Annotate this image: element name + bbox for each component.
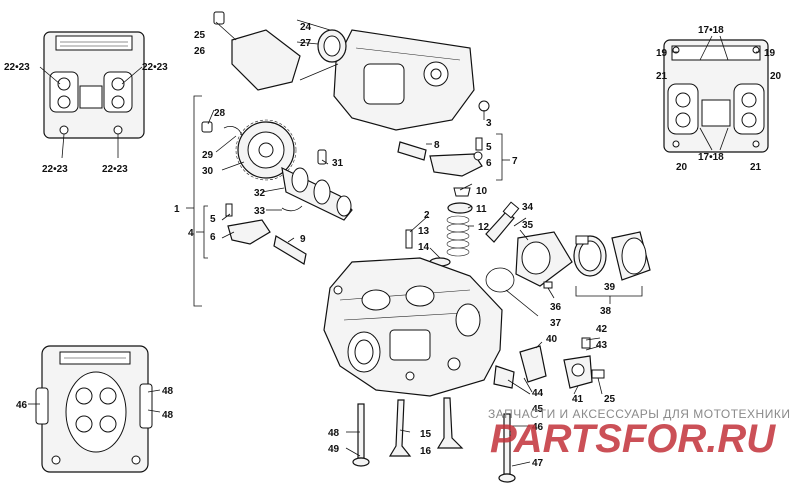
label-13: 13: [418, 226, 430, 237]
label-19-b: 19: [764, 48, 776, 59]
label-14: 14: [418, 242, 430, 253]
label-16: 16: [420, 446, 432, 457]
label-12: 12: [478, 222, 490, 233]
label-26: 26: [194, 46, 206, 57]
valves-and-studs: [345, 397, 531, 483]
label-21-a: 21: [656, 71, 668, 82]
label-1: 1: [174, 204, 180, 215]
label-22-23-a: 22•23: [4, 62, 30, 73]
label-30: 30: [202, 166, 214, 177]
label-41: 41: [572, 394, 584, 405]
watermark-tagline: ЗАПЧАСТИ И АКСЕССУАРЫ ДЛЯ МОТОТЕХНИКИ: [488, 407, 790, 421]
label-38: 38: [600, 306, 612, 317]
valve-train: [397, 133, 510, 267]
label-5-b: 5: [486, 142, 492, 153]
label-7: 7: [512, 156, 518, 167]
label-2: 2: [424, 210, 430, 221]
watermark: ЗАПЧАСТИ И АКСЕССУАРЫ ДЛЯ МОТОТЕХНИКИ PA…: [488, 407, 790, 461]
label-22-23-b: 22•23: [142, 62, 168, 73]
head-bottom-view: [28, 345, 161, 473]
label-17-18-a: 17•18: [698, 25, 724, 36]
label-22-23-d: 22•23: [102, 164, 128, 175]
camshaft-assembly: [186, 95, 353, 307]
watermark-logo: PARTSFOR.RU: [490, 417, 776, 461]
label-43: 43: [596, 340, 608, 351]
valve-cover: [213, 11, 490, 131]
sensor-components: [493, 337, 605, 395]
label-36: 36: [550, 302, 562, 313]
label-5-a: 5: [210, 214, 216, 225]
label-6-a: 6: [210, 232, 216, 243]
label-11: 11: [476, 204, 487, 215]
head-top-view-right: [663, 35, 769, 153]
label-21-b: 21: [750, 162, 762, 173]
label-9: 9: [300, 234, 306, 245]
label-10: 10: [476, 186, 488, 197]
label-24: 24: [300, 22, 312, 33]
label-42: 42: [596, 324, 608, 335]
label-46-a: 46: [16, 400, 28, 411]
label-27: 27: [300, 38, 312, 49]
label-17-18-b: 17•18: [698, 152, 724, 163]
label-15: 15: [420, 429, 432, 440]
label-44: 44: [532, 388, 544, 399]
label-47: 47: [532, 458, 544, 469]
label-34: 34: [522, 202, 534, 213]
label-25-a: 25: [194, 30, 206, 41]
label-48-c: 48: [328, 428, 340, 439]
label-33: 33: [254, 206, 266, 217]
label-19-a: 19: [656, 48, 668, 59]
label-40: 40: [546, 334, 558, 345]
label-48-b: 48: [162, 410, 174, 421]
label-20-a: 20: [770, 71, 782, 82]
label-49: 49: [328, 444, 340, 455]
label-25-b: 25: [604, 394, 616, 405]
label-29: 29: [202, 150, 214, 161]
label-22-23-c: 22•23: [42, 164, 68, 175]
label-32: 32: [254, 188, 266, 199]
label-39: 39: [604, 282, 616, 293]
valve-spring: [446, 215, 470, 257]
label-45: 45: [532, 404, 544, 415]
part-labels: 1 2 3 4 5 5 6 6 7 8 9 10 11 12 13 14 15 …: [4, 22, 782, 469]
intake-components: [485, 201, 651, 317]
label-8: 8: [434, 140, 440, 151]
label-4: 4: [188, 228, 194, 239]
label-31: 31: [332, 158, 344, 169]
label-3: 3: [486, 118, 492, 129]
head-top-view-left: [39, 31, 145, 159]
label-20-b: 20: [676, 162, 688, 173]
label-6-b: 6: [486, 158, 492, 169]
cylinder-head: [323, 257, 503, 397]
label-37: 37: [550, 318, 562, 329]
label-28: 28: [214, 108, 226, 119]
label-48-a: 48: [162, 386, 174, 397]
label-46-b: 46: [532, 422, 544, 433]
label-35: 35: [522, 220, 534, 231]
